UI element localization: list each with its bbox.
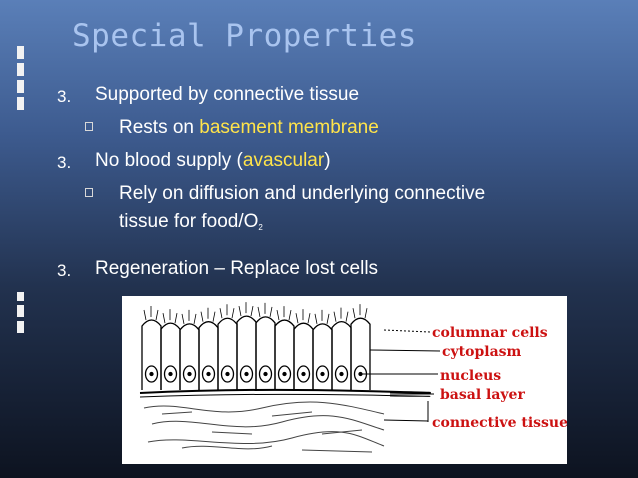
cell-nucleus xyxy=(258,365,273,383)
label-connective-tissue: connective tissue xyxy=(432,415,567,431)
item-number: 3. xyxy=(57,87,72,106)
nucleolus xyxy=(149,371,154,377)
slide-title: Special Properties xyxy=(72,18,417,54)
subitem-basement-membrane: Rests on basement membrane xyxy=(119,117,379,139)
subitem-text: Rests on xyxy=(119,117,200,138)
item-regeneration: Regeneration – Replace lost cells xyxy=(95,258,379,279)
subitem-text: tissue for food/O xyxy=(119,211,259,232)
cell-nucleus xyxy=(201,365,216,383)
columnar-cell xyxy=(255,316,276,390)
cell-nucleus xyxy=(334,365,349,383)
item-number: 3. xyxy=(57,153,72,172)
epithelium-illustration: columnar cells cytoplasm nucleus basal l… xyxy=(139,302,568,453)
cell-cilia xyxy=(314,309,330,324)
subscript: 2 xyxy=(258,223,263,232)
columnar-cell xyxy=(312,323,333,390)
side-decoration-top xyxy=(17,46,24,114)
highlight-avascular: avascular xyxy=(242,150,325,171)
subitem-diffusion-line-1: Rely on diffusion and underlying connect… xyxy=(119,183,486,204)
label-nucleus: nucleus xyxy=(440,368,501,384)
basal-layer-line-2 xyxy=(139,393,431,398)
columnar-cell xyxy=(217,317,238,390)
cell-cilia xyxy=(200,307,216,322)
item-no-blood-supply: No blood supply (avascular) xyxy=(95,150,331,172)
cell-nucleus xyxy=(277,365,292,383)
cell-nucleus xyxy=(239,365,254,383)
basal-layer-line xyxy=(139,388,431,394)
cell-cilia xyxy=(276,306,292,321)
nucleolus xyxy=(225,371,230,377)
nucleolus xyxy=(187,371,192,377)
columnar-cell xyxy=(236,315,257,390)
epithelium-diagram: columnar cells cytoplasm nucleus basal l… xyxy=(122,296,568,464)
columnar-cell xyxy=(331,321,352,390)
connective-tissue-fibers xyxy=(143,401,385,453)
cell-cilia xyxy=(295,309,311,324)
label-columnar-cells: columnar cells xyxy=(432,325,548,341)
label-pointer-lines xyxy=(360,329,441,422)
columnar-cell xyxy=(350,317,371,390)
nucleolus xyxy=(320,371,325,377)
item-supported-by-connective-tissue: Supported by connective tissue xyxy=(95,84,360,105)
cell-nucleus xyxy=(182,365,197,383)
cell-cilia xyxy=(219,304,235,319)
cell-cilia xyxy=(238,302,254,317)
nucleolus xyxy=(244,371,249,377)
columnar-cell xyxy=(293,322,314,390)
cell-nucleus xyxy=(296,365,311,383)
columnar-cell xyxy=(198,321,219,390)
cell-cilia xyxy=(143,306,159,321)
item-text-before: No blood supply ( xyxy=(95,150,243,171)
nucleolus xyxy=(301,371,306,377)
cell-cilia xyxy=(162,309,178,324)
nucleolus xyxy=(168,371,173,377)
item-text-after: ) xyxy=(324,150,331,171)
columnar-cell xyxy=(141,319,162,390)
cell-nucleus xyxy=(220,365,235,383)
cell-cilia xyxy=(257,302,273,317)
nucleolus xyxy=(339,371,344,377)
nucleolus xyxy=(206,371,211,377)
columnar-cell xyxy=(179,323,200,390)
label-basal-layer: basal layer xyxy=(440,387,525,403)
columnar-cell xyxy=(274,319,295,390)
cell-cilia xyxy=(333,307,349,322)
cell-cilia xyxy=(352,304,368,319)
columnar-cell xyxy=(160,322,181,390)
columnar-cells xyxy=(141,302,371,390)
side-decoration-bottom xyxy=(17,292,24,337)
cell-nucleus xyxy=(144,365,159,383)
subitem-diffusion-line-2: tissue for food/O2 xyxy=(119,211,263,233)
label-cytoplasm: cytoplasm xyxy=(442,344,522,360)
item-number: 3. xyxy=(57,261,72,280)
cell-nucleus xyxy=(163,365,178,383)
cell-nucleus xyxy=(315,365,330,383)
nucleolus xyxy=(282,371,287,377)
nucleolus xyxy=(263,371,268,377)
highlight-basement-membrane: basement membrane xyxy=(199,117,379,138)
cell-cilia xyxy=(181,309,197,324)
bullet-icon xyxy=(85,122,93,131)
bullet-icon xyxy=(85,188,93,197)
